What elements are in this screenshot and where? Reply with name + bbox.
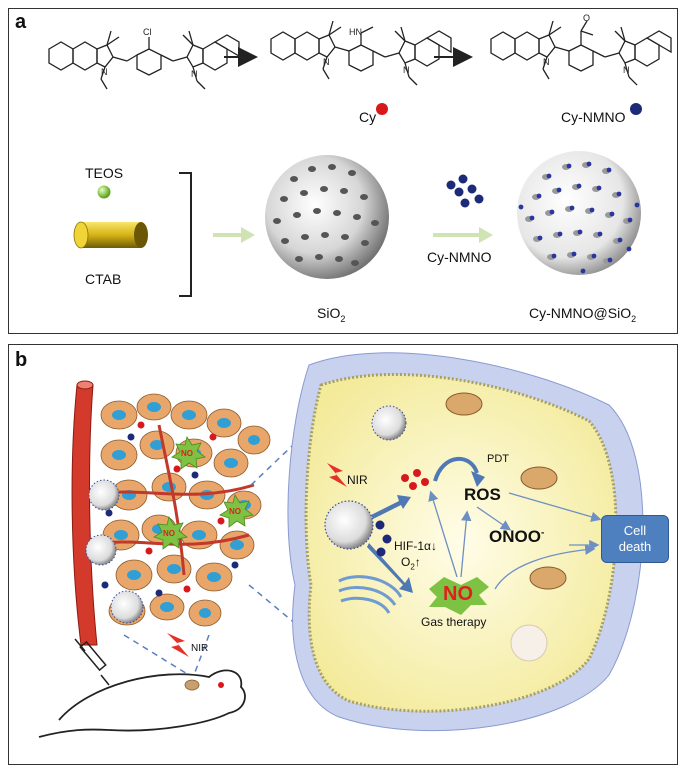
mouse [38, 669, 246, 738]
svg-text:N: N [543, 57, 550, 67]
cell-np-main [324, 500, 374, 550]
atom-o: O [583, 13, 590, 23]
gas-therapy-label: Gas therapy [421, 615, 487, 629]
svg-text:N: N [323, 57, 330, 67]
panel-b: b [8, 344, 678, 765]
atom-n-plus: N [101, 67, 108, 77]
nir-label-cell: NIR [347, 473, 368, 487]
cy-nmno-cluster [446, 174, 484, 208]
pdt-label: PDT [487, 453, 509, 465]
panel-b-graphics: NO NO NO [38, 352, 644, 738]
atom-n: N [191, 69, 198, 79]
cy-nmno-blue-dot [630, 103, 642, 115]
ros-label: ROS [464, 485, 501, 504]
cy-red-dot [376, 103, 388, 115]
o2-label: O2↑ [401, 555, 421, 572]
molecule-precursor [48, 30, 240, 90]
no-badge-2: NO [229, 507, 241, 516]
cell-death-box: Cell death [601, 515, 669, 563]
golgi [338, 575, 403, 614]
molecule-cy-nmno [490, 20, 672, 86]
bracket [179, 172, 192, 297]
panel-a-label: a [15, 11, 27, 33]
nir-lightning-left [167, 633, 189, 657]
svg-text:N: N [403, 65, 410, 75]
no-star [429, 577, 489, 615]
vesicle [510, 624, 548, 662]
panel-b-label: b [15, 349, 28, 371]
arrow-np-dots [371, 495, 411, 519]
nir-lightning-cell [327, 463, 347, 487]
cell-np-top [371, 405, 407, 441]
cy-nmno-label: Cy-NMNO [561, 109, 626, 125]
cell-inner [304, 372, 618, 713]
pdt-arrow [433, 456, 479, 482]
no-big-label: NO [443, 583, 473, 605]
mitochondria [445, 392, 567, 590]
cy-label: Cy [359, 109, 377, 125]
product-label: Cy-NMNO@SiO2 [529, 305, 637, 324]
ctab-cylinder [73, 221, 148, 249]
blood-vessel [71, 384, 98, 646]
tumor-cells [85, 393, 271, 627]
sio2-sphere [265, 155, 389, 279]
nir-label-left: NIR [191, 643, 209, 654]
product-sphere [517, 151, 641, 275]
release-blue-dots [375, 520, 392, 557]
mouse-tumor [184, 679, 200, 691]
green-arrow-2 [433, 227, 493, 243]
sio2-label: SiO2 [317, 305, 346, 324]
hif-label: HIF-1α↓ [394, 539, 437, 553]
teos-ball [97, 185, 111, 199]
ctab-label: CTAB [85, 271, 122, 287]
syringe [74, 638, 110, 686]
green-arrow-1 [213, 227, 255, 243]
atom-hn: HN [349, 27, 362, 37]
onoo-label: ONOO- [489, 527, 545, 546]
cell-death-label: Cell death [618, 523, 652, 554]
release-red-dots [401, 469, 429, 490]
teos-label: TEOS [85, 165, 124, 181]
panel-a-graphics: Cl N N HN N N [48, 13, 672, 297]
no-badge-1: NO [181, 449, 193, 458]
no-badge-3: NO [163, 529, 175, 538]
arrow-reagent-label: Cy-NMNO [427, 249, 492, 265]
pathway-arrows [428, 490, 602, 590]
panel-a: a [8, 8, 678, 334]
atom-cl: Cl [143, 27, 152, 37]
molecule-cy [270, 20, 452, 86]
svg-text:N: N [623, 65, 630, 75]
